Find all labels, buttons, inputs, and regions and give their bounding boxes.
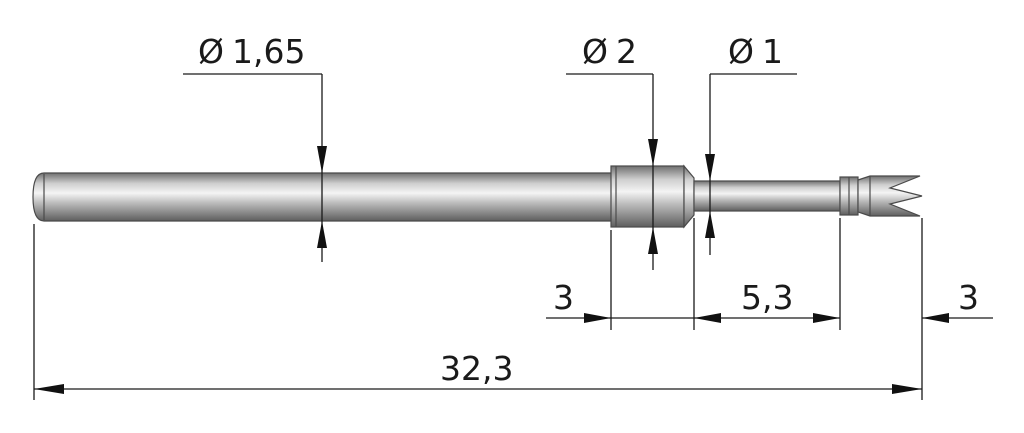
length-label-collar: 3 bbox=[553, 278, 574, 317]
diameter-label-shank: 1,65 bbox=[232, 32, 305, 71]
length-dimension-neck: 5,3 bbox=[694, 278, 840, 323]
crown-head bbox=[857, 175, 923, 217]
probe-part bbox=[32, 164, 923, 229]
arrow-right bbox=[584, 313, 611, 323]
arrow-down bbox=[705, 154, 715, 181]
length-label-neck: 5,3 bbox=[741, 278, 793, 317]
arrow-down bbox=[317, 146, 327, 173]
arrow-right bbox=[892, 384, 922, 394]
diameter-label-collar: 2 bbox=[616, 32, 637, 71]
arrow-up bbox=[317, 221, 327, 248]
diameter-callout-collar: Ø 2 bbox=[566, 32, 658, 270]
length-label-total: 32,3 bbox=[440, 349, 513, 388]
diameter-symbol: Ø bbox=[582, 32, 608, 71]
arrow-up bbox=[705, 211, 715, 238]
diameter-callout-tip: Ø 1 bbox=[705, 32, 797, 255]
diameter-callout-shank: Ø 1,65 bbox=[183, 32, 327, 262]
arrow-right bbox=[813, 313, 840, 323]
length-dimension-total: 32,3 bbox=[34, 349, 922, 394]
extension-lines bbox=[33, 218, 923, 400]
arrow-up bbox=[648, 227, 658, 254]
arrow-left bbox=[694, 313, 721, 323]
collar-chamfer bbox=[683, 164, 695, 229]
diameter-symbol: Ø bbox=[728, 32, 754, 71]
arrow-left bbox=[34, 384, 64, 394]
probe-shank bbox=[32, 172, 617, 222]
arrow-down bbox=[648, 139, 658, 166]
diameter-symbol: Ø bbox=[198, 32, 224, 71]
length-dimension-collar: 3 bbox=[546, 278, 694, 323]
probe-neck bbox=[693, 180, 841, 212]
length-label-crown: 3 bbox=[958, 278, 979, 317]
length-dimension-crown: 3 bbox=[922, 278, 993, 323]
probe-collar bbox=[610, 165, 685, 228]
arrow-left bbox=[922, 313, 949, 323]
diameter-label-tip: 1 bbox=[762, 32, 783, 71]
